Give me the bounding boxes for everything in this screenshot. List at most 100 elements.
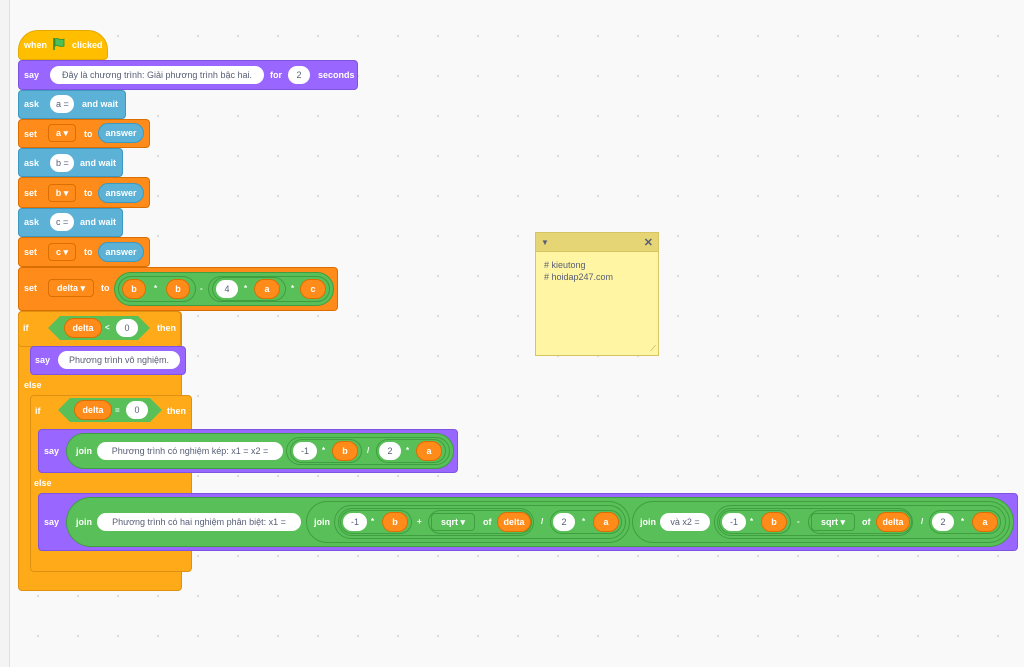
ask-b-input[interactable]: b = [50, 154, 74, 172]
a-reporter[interactable]: a [972, 512, 998, 532]
resize-handle-icon[interactable]: ⟋ [650, 344, 656, 353]
join-label: join [76, 517, 92, 527]
var-b-dropdown[interactable]: b ▾ [48, 184, 76, 202]
eq-sign: = [115, 406, 120, 415]
sqrt-dropdown[interactable]: sqrt ▾ [811, 513, 855, 531]
say-no-solution-input[interactable]: Phương trình vô nghiệm. [58, 351, 180, 369]
b-reporter[interactable]: b [332, 441, 358, 461]
times-sign: * [291, 284, 295, 293]
neg-one-input[interactable]: -1 [293, 442, 317, 460]
else-label: else [24, 380, 42, 390]
delta-reporter[interactable]: delta [876, 512, 910, 532]
close-icon[interactable]: ✕ [643, 237, 653, 249]
var-a-dropdown[interactable]: a ▾ [48, 124, 76, 142]
inner-else-label: else [34, 478, 52, 488]
zero-input[interactable]: 0 [126, 401, 148, 419]
seconds-label: seconds [318, 70, 355, 80]
plus-sign: + [417, 517, 422, 526]
neg-one-input[interactable]: -1 [722, 513, 746, 531]
sqrt-name: sqrt [820, 517, 838, 527]
set-label: set [24, 247, 38, 257]
sqrt-dropdown[interactable]: sqrt ▾ [431, 513, 475, 531]
a-reporter[interactable]: a [254, 279, 280, 299]
two-input[interactable]: 2 [553, 513, 575, 531]
say-message-input[interactable]: Đây là chương trình: Giải phương trình b… [50, 66, 264, 84]
divide-sign: / [921, 517, 924, 526]
set-label: set [24, 283, 38, 293]
to-label: to [84, 188, 93, 198]
set-label: set [24, 129, 38, 139]
a-reporter[interactable]: a [593, 512, 619, 532]
ask-label: ask [24, 99, 40, 109]
to-label: to [84, 247, 93, 257]
of-label: of [483, 517, 492, 527]
ask-a-input[interactable]: a = [50, 95, 74, 113]
times-sign: * [582, 517, 586, 526]
answer-reporter[interactable]: answer [98, 123, 144, 143]
times-sign: * [406, 446, 410, 455]
var-delta-dropdown[interactable]: delta ▾ [48, 279, 94, 297]
neg-one-input[interactable]: -1 [343, 513, 367, 531]
set-label: set [24, 188, 38, 198]
inner-then-label: then [167, 406, 186, 416]
if-label: if [23, 323, 29, 333]
join-text-input[interactable]: Phương trình có hai nghiệm phân biệt: x1… [97, 513, 301, 531]
b-reporter[interactable]: b [382, 512, 408, 532]
times-sign: * [244, 284, 248, 293]
comment-line-1: # kieutong [544, 260, 586, 270]
minus-sign: - [200, 284, 203, 293]
var-c-name: c [55, 247, 61, 257]
lt-sign: < [105, 323, 110, 332]
times-sign: * [750, 517, 754, 526]
say-label: say [35, 355, 51, 365]
var-delta-name: delta [56, 283, 78, 293]
join-text-input[interactable]: Phương trình có nghiệm kép: x1 = x2 = [97, 442, 283, 460]
delta-reporter[interactable]: delta [74, 400, 112, 420]
delta-reporter[interactable]: delta [64, 318, 102, 338]
times-sign: * [154, 284, 158, 293]
comment-line-2: # hoidap247.com [544, 272, 614, 282]
join-label: join [76, 446, 92, 456]
divide-sign: / [367, 446, 370, 455]
comment-header[interactable]: ▼ ✕ [536, 233, 658, 252]
divide-sign: / [541, 517, 544, 526]
ask-c-input[interactable]: c = [50, 213, 74, 231]
join-label: join [640, 517, 656, 527]
and-wait-label: and wait [80, 217, 117, 227]
ask-label: ask [24, 158, 40, 168]
when-label: when [24, 40, 48, 50]
comment-text[interactable]: # kieutong # hoidap247.com [536, 252, 658, 290]
seconds-input[interactable]: 2 [288, 66, 310, 84]
minus-sign: - [797, 517, 800, 526]
then-label: then [157, 323, 176, 333]
answer-reporter[interactable]: answer [98, 242, 144, 262]
join-x2-input[interactable]: và x2 = [660, 513, 710, 531]
b-reporter[interactable]: b [166, 279, 190, 299]
collapse-chevron-icon[interactable]: ▼ [541, 238, 549, 247]
delta-reporter[interactable]: delta [497, 512, 531, 532]
sqrt-name: sqrt [440, 517, 458, 527]
b-reporter[interactable]: b [122, 279, 146, 299]
for-label: for [270, 70, 282, 80]
say-label: say [44, 517, 60, 527]
of-label: of [862, 517, 871, 527]
zero-input[interactable]: 0 [116, 319, 138, 337]
green-flag-icon [52, 37, 66, 51]
comment-note[interactable]: ▼ ✕ # kieutong # hoidap247.com ⟋ [535, 232, 659, 356]
to-label: to [84, 129, 93, 139]
var-c-dropdown[interactable]: c ▾ [48, 243, 76, 261]
times-sign: * [961, 517, 965, 526]
two-input[interactable]: 2 [932, 513, 954, 531]
to-label: to [101, 283, 110, 293]
say-label: say [44, 446, 60, 456]
answer-reporter[interactable]: answer [98, 183, 144, 203]
and-wait-label: and wait [80, 158, 117, 168]
c-reporter[interactable]: c [300, 279, 326, 299]
b-reporter[interactable]: b [761, 512, 787, 532]
times-sign: * [322, 446, 326, 455]
four-input[interactable]: 4 [216, 280, 238, 298]
join-label: join [314, 517, 330, 527]
var-b-name: b [55, 188, 62, 198]
a-reporter[interactable]: a [416, 441, 442, 461]
two-input[interactable]: 2 [379, 442, 401, 460]
